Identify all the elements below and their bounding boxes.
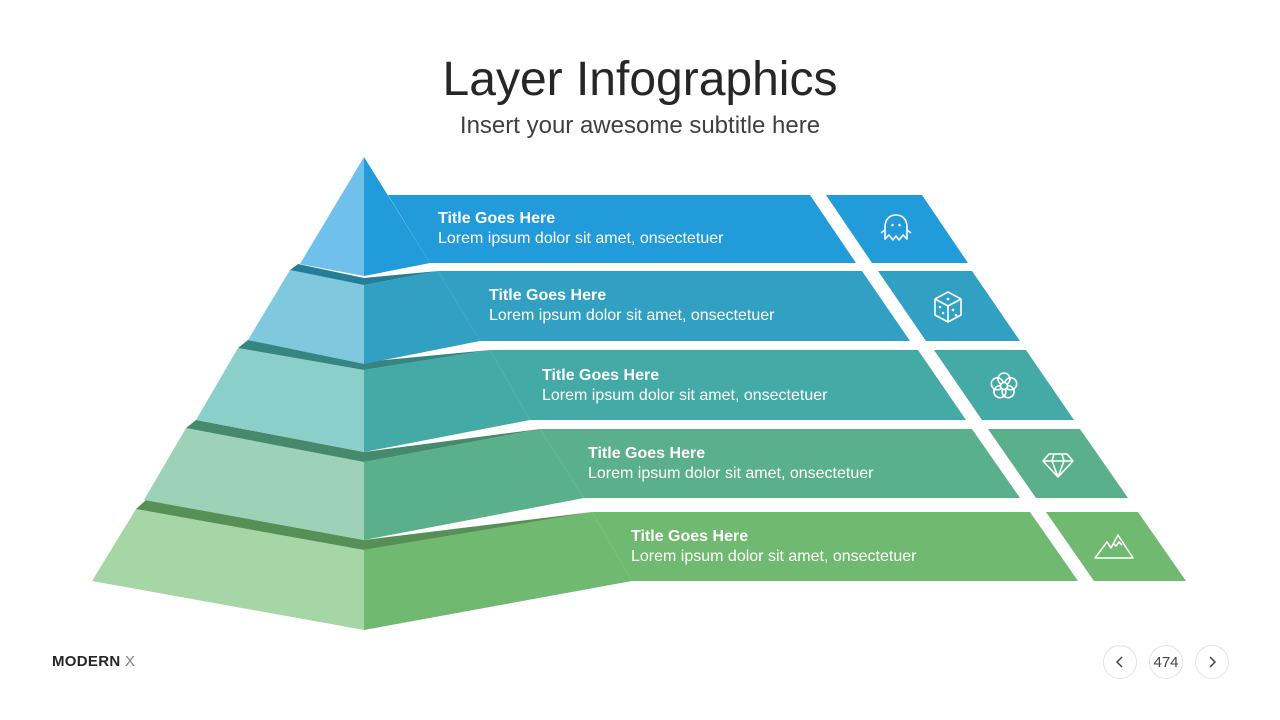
layer-band-5: [592, 512, 1078, 581]
layer-title-3: Title Goes Here: [542, 367, 660, 384]
pyramid-layer-4: [144, 420, 584, 540]
layer-text-3: Title Goes Here Lorem ipsum dolor sit am…: [542, 366, 827, 406]
next-slide-button[interactable]: [1195, 645, 1229, 679]
brand-suffix: X: [124, 653, 136, 670]
pyramid-layer-2: [248, 264, 480, 364]
chevron-right-icon: [1209, 656, 1217, 668]
chevron-left-icon: [1115, 656, 1123, 668]
flower-icon: [990, 372, 1018, 399]
layer-desc-5: Lorem ipsum dolor sit amet, onsectetuer: [631, 548, 917, 565]
mountain-icon: [1094, 534, 1134, 559]
layer-band-1: [388, 195, 856, 263]
brand-logo: MODERN X: [52, 653, 135, 670]
layer-desc-4: Lorem ipsum dolor sit amet, onsectetuer: [588, 465, 874, 482]
layer-text-4: Title Goes Here Lorem ipsum dolor sit am…: [588, 444, 873, 484]
layer-title-5: Title Goes Here: [631, 528, 749, 545]
layer-icon-box-1: [826, 195, 968, 263]
slide-title: Layer Infographics: [442, 53, 838, 106]
pyramid-layer-1: [300, 157, 430, 276]
layer-text-2: Title Goes Here Lorem ipsum dolor sit am…: [489, 286, 774, 326]
layer-band-4: [540, 429, 1020, 498]
prev-slide-button[interactable]: [1103, 645, 1137, 679]
layer-title-1: Title Goes Here: [438, 210, 556, 227]
layer-title-4: Title Goes Here: [588, 445, 706, 462]
page-number: 474: [1153, 653, 1179, 671]
layer-title-2: Title Goes Here: [489, 287, 607, 304]
layer-desc-2: Lorem ipsum dolor sit amet, onsectetuer: [489, 307, 775, 324]
layer-text-1: Title Goes Here Lorem ipsum dolor sit am…: [438, 209, 723, 249]
ghost-icon: [880, 214, 912, 241]
dice-icon: [934, 291, 962, 323]
layer-desc-3: Lorem ipsum dolor sit amet, onsectetuer: [542, 387, 828, 404]
layer-band-2: [438, 271, 910, 341]
diamond-icon: [1042, 453, 1074, 478]
pyramid-layer-3: [196, 340, 530, 452]
layer-band-3: [490, 350, 966, 420]
slide-subtitle: Insert your awesome subtitle here: [459, 112, 821, 139]
page-number-badge: 474: [1149, 645, 1183, 679]
brand-name: MODERN: [52, 653, 121, 670]
layer-desc-1: Lorem ipsum dolor sit amet, onsectetuer: [438, 230, 724, 247]
layer-text-5: Title Goes Here Lorem ipsum dolor sit am…: [631, 527, 916, 567]
layer-icon-box-4: [988, 429, 1128, 498]
